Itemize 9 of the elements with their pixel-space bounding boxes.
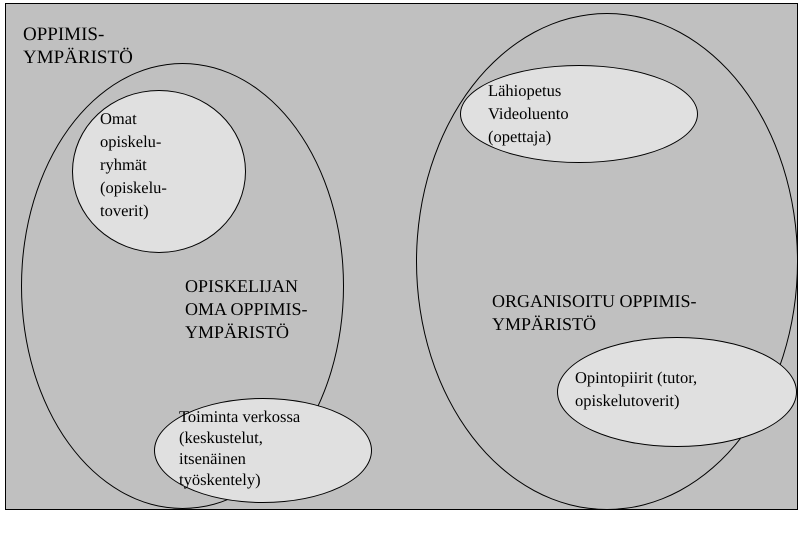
diagram-panel [5, 3, 798, 510]
region-heading: OPPIMIS- YMPÄRISTÖ [23, 23, 134, 69]
region-label: Omat opiskelu- ryhmät (opiskelu- toverit) [100, 108, 168, 222]
region-label: Opintopiirit (tutor, opiskelutoverit) [575, 367, 698, 412]
region-label: Lähiopetus Videoluento (opettaja) [488, 80, 570, 148]
region-label: Toiminta verkossa (keskustelut, itsenäinen työskentely) [179, 406, 302, 490]
region-heading: ORGANISOITU OPPIMIS- YMPÄRISTÖ [492, 290, 698, 336]
region-heading: OPISKELIJAN OMA OPPIMIS- YMPÄRISTÖ [185, 275, 309, 344]
ellipse-region [416, 13, 798, 510]
